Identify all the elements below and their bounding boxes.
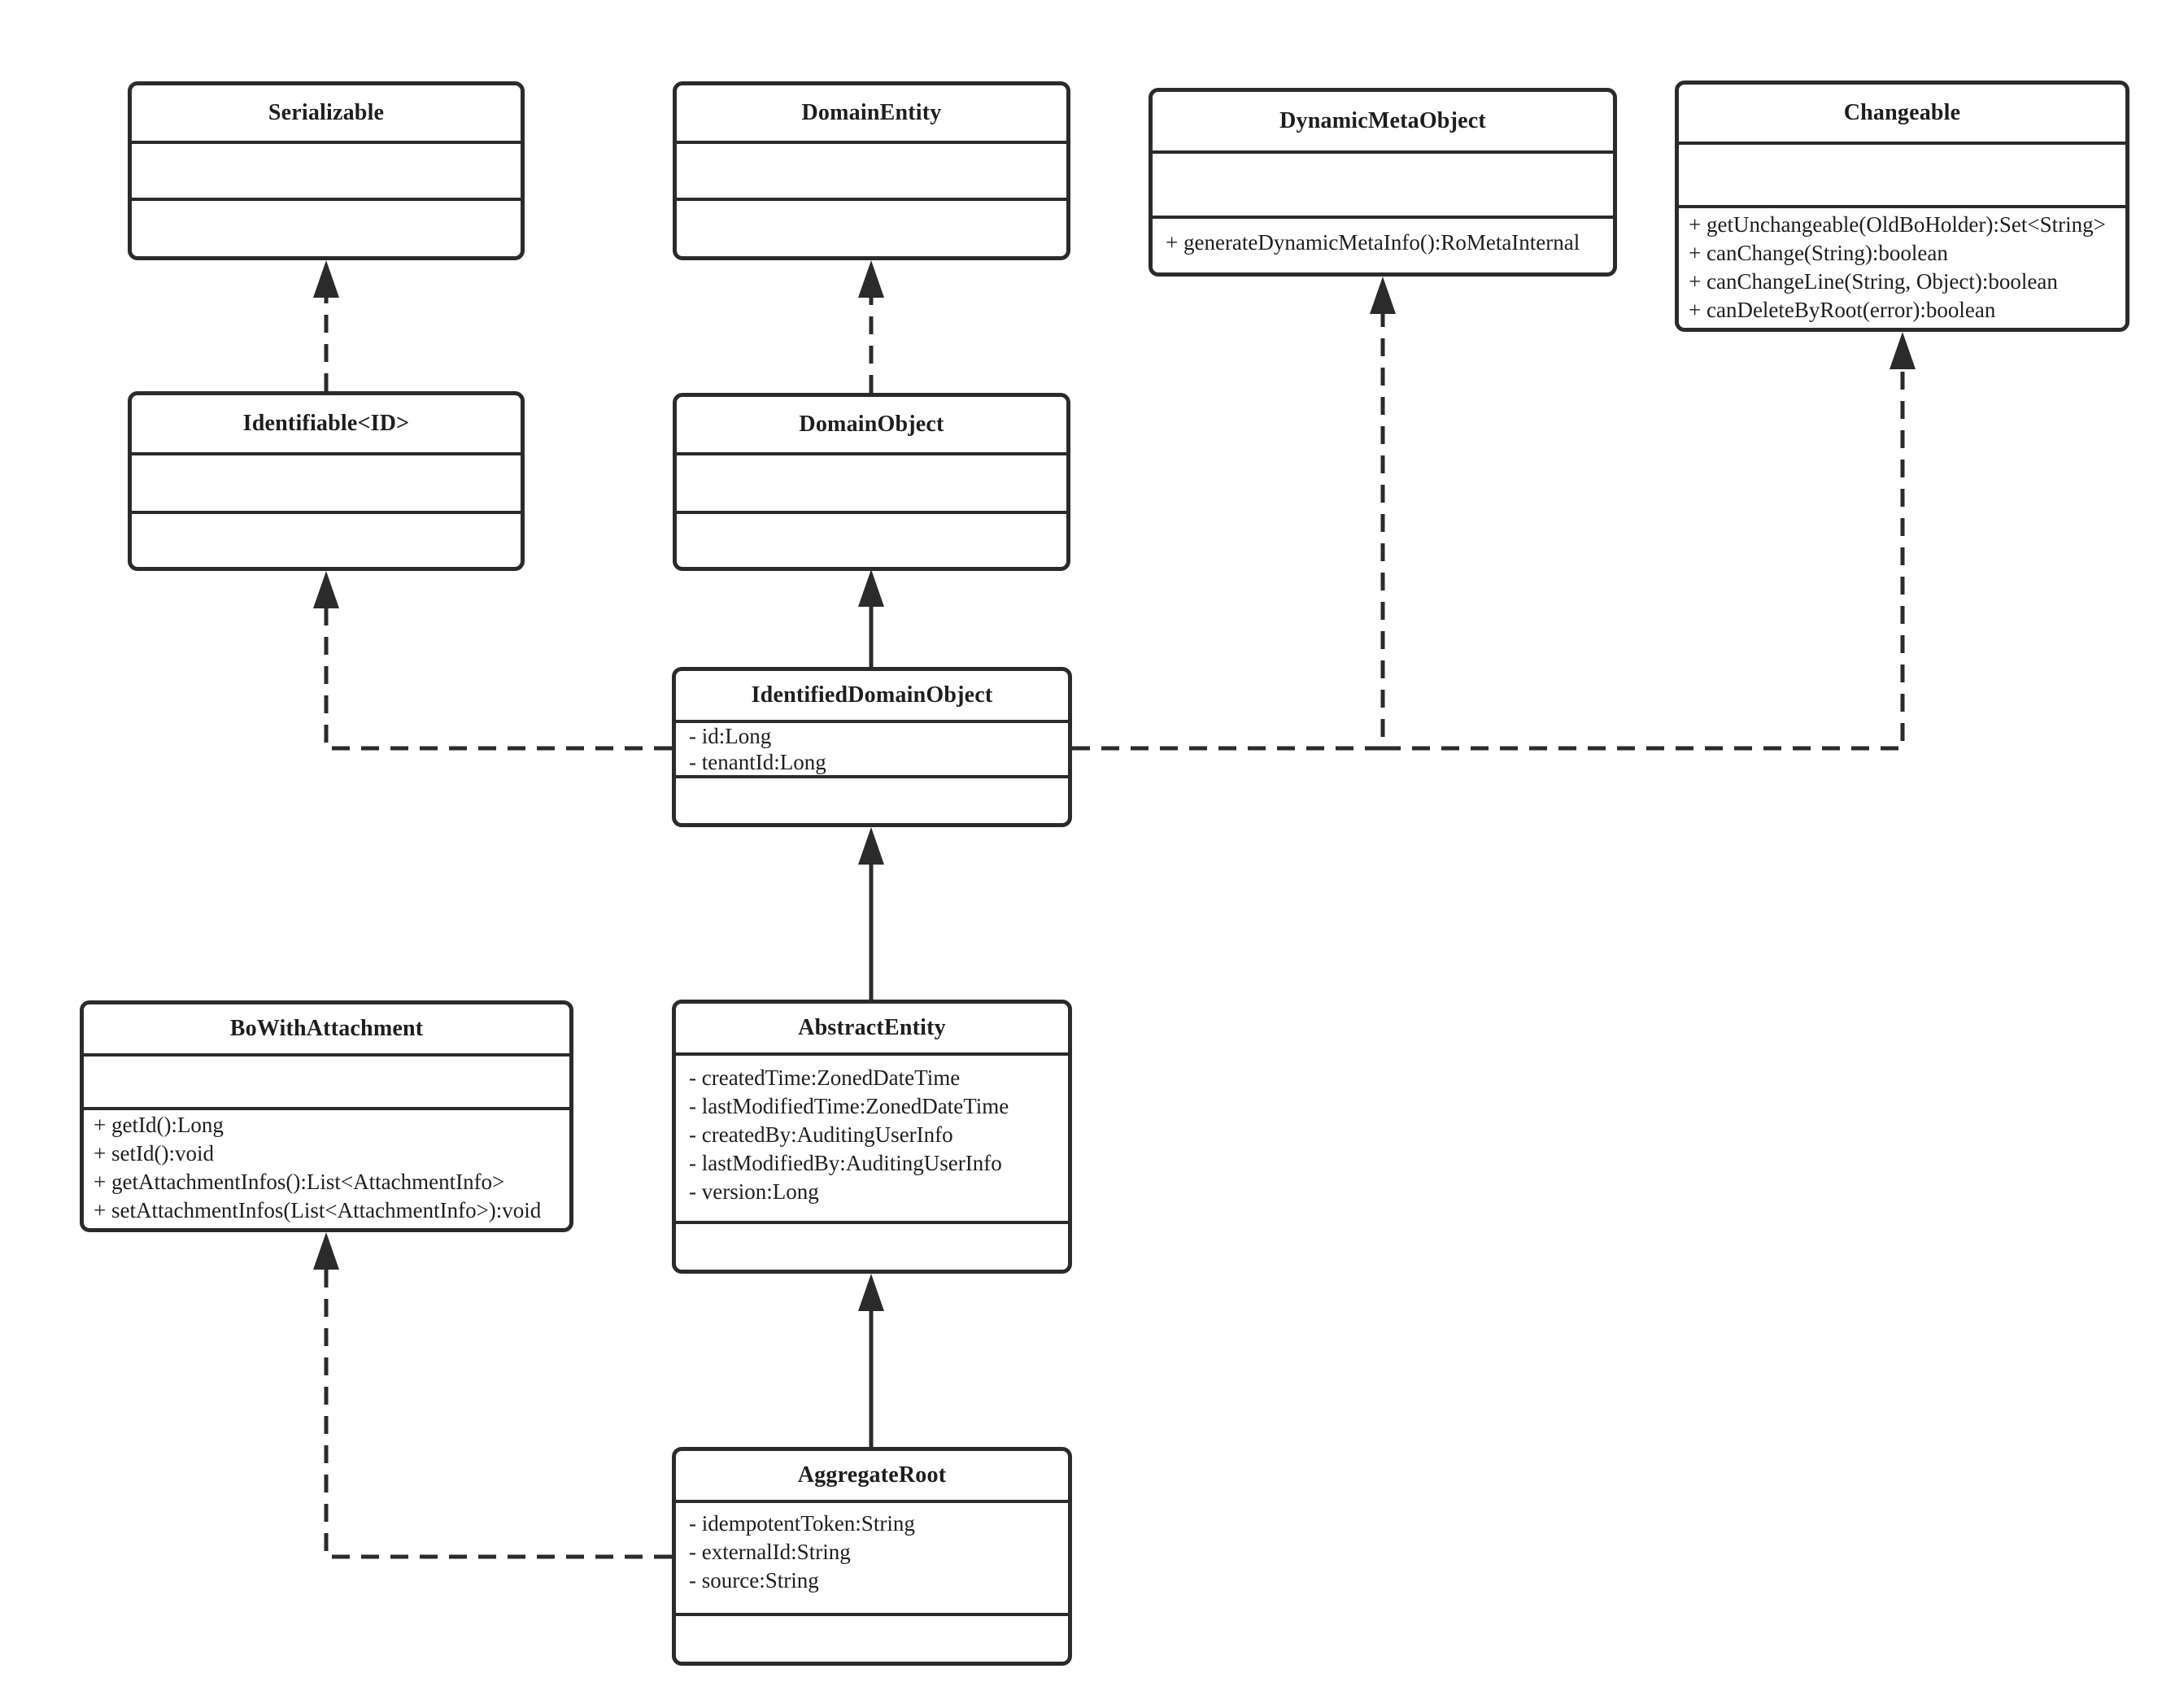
edge-identified-domain-object-to-dynamic-meta-object [1072, 277, 1396, 751]
class-title: Serializable [132, 85, 521, 144]
methods-compartment [676, 1616, 1068, 1662]
class-bo-with-attachment: BoWithAttachment + getId():Long + setId()… [80, 1000, 573, 1232]
class-aggregate-root: AggregateRoot - idempotentToken:String- … [672, 1447, 1072, 1666]
edge-identifiable-to-serializable [313, 260, 339, 391]
member-row: - createdTime:ZonedDateTime [689, 1065, 961, 1090]
member-row: - tenantId:Long [689, 750, 826, 774]
class-title: DomainObject [677, 397, 1066, 455]
member-row: + generateDynamicMetaInfo():RoMetaIntern… [1166, 230, 1580, 255]
member-row: + getId():Long [94, 1113, 224, 1137]
fields-compartment [1679, 145, 2125, 208]
edge-aggregate-root-to-bo-with-attachment [313, 1232, 672, 1559]
member-row: - lastModifiedTime:ZonedDateTime [689, 1094, 1009, 1118]
member-row: - id:Long [689, 724, 772, 748]
member-row: - version:Long [689, 1179, 819, 1204]
class-title: DomainEntity [677, 85, 1066, 144]
member-row: + getUnchangeable(OldBoHolder):Set<Strin… [1689, 212, 2106, 237]
member-row: + getAttachmentInfos():List<AttachmentIn… [94, 1170, 505, 1194]
edge-aggregate-root-to-abstract-entity [858, 1274, 884, 1447]
class-identifiable: Identifiable<ID> [128, 391, 525, 571]
edge-domain-object-to-domain-entity [858, 260, 884, 393]
fields-compartment [1153, 154, 1613, 219]
methods-compartment [676, 1224, 1068, 1270]
class-title: AggregateRoot [676, 1451, 1068, 1503]
methods-compartment: + getUnchangeable(OldBoHolder):Set<Strin… [1679, 208, 2125, 328]
class-abstract-entity: AbstractEntity - createdTime:ZonedDateTi… [672, 1000, 1072, 1274]
edge-identified-domain-object-to-changeable [1383, 332, 1916, 751]
member-row: + canChangeLine(String, Object):boolean [1689, 269, 2058, 294]
member-row: + setId():void [94, 1141, 214, 1166]
fields-compartment [132, 144, 521, 201]
methods-compartment [676, 778, 1068, 823]
fields-compartment: - id:Long- tenantId:Long [676, 723, 1068, 778]
fields-compartment [132, 455, 521, 514]
member-row: + canDeleteByRoot(error):boolean [1689, 298, 1996, 322]
class-domain-object: DomainObject [673, 393, 1070, 571]
fields-compartment [677, 144, 1066, 201]
fields-compartment: - createdTime:ZonedDateTime - lastModifie… [676, 1056, 1068, 1224]
class-title: IdentifiedDomainObject [676, 671, 1068, 723]
member-row: + canChange(String):boolean [1689, 241, 1948, 265]
methods-compartment [677, 201, 1066, 256]
class-title: AbstractEntity [676, 1004, 1068, 1056]
class-domain-entity: DomainEntity [673, 81, 1070, 260]
methods-compartment: + generateDynamicMetaInfo():RoMetaIntern… [1153, 219, 1613, 272]
methods-compartment [132, 514, 521, 567]
member-row: - externalId:String [689, 1540, 851, 1564]
member-row: - lastModifiedBy:AuditingUserInfo [689, 1151, 1002, 1175]
member-row: - source:String [689, 1568, 819, 1593]
methods-compartment [677, 514, 1066, 567]
fields-compartment: - idempotentToken:String - externalId:Str… [676, 1503, 1068, 1616]
edge-identified-domain-object-to-identifiable [313, 571, 672, 751]
class-changeable: Changeable + getUnchangeable(OldBoHolder… [1675, 81, 2129, 332]
fields-compartment [677, 455, 1066, 514]
edge-identified-domain-object-to-domain-object [858, 569, 884, 667]
class-title: DynamicMetaObject [1153, 92, 1613, 154]
methods-compartment [132, 201, 521, 256]
methods-compartment: + getId():Long + setId():void + getAttachm… [84, 1110, 569, 1228]
member-row: - createdBy:AuditingUserInfo [689, 1122, 953, 1147]
class-title: Identifiable<ID> [132, 395, 521, 455]
fields-compartment [84, 1057, 569, 1110]
edge-abstract-entity-to-identified-domain-object [858, 827, 884, 1000]
member-row: - idempotentToken:String [689, 1511, 915, 1536]
class-serializable: Serializable [128, 81, 525, 260]
class-title: BoWithAttachment [84, 1004, 569, 1057]
member-row: + setAttachmentInfos(List<AttachmentInfo… [94, 1198, 542, 1222]
class-dynamic-meta-object: DynamicMetaObject + generateDynamicMetaI… [1149, 88, 1617, 277]
class-title: Changeable [1679, 85, 2125, 145]
class-identified-domain-object: IdentifiedDomainObject - id:Long- tenant… [672, 667, 1072, 827]
